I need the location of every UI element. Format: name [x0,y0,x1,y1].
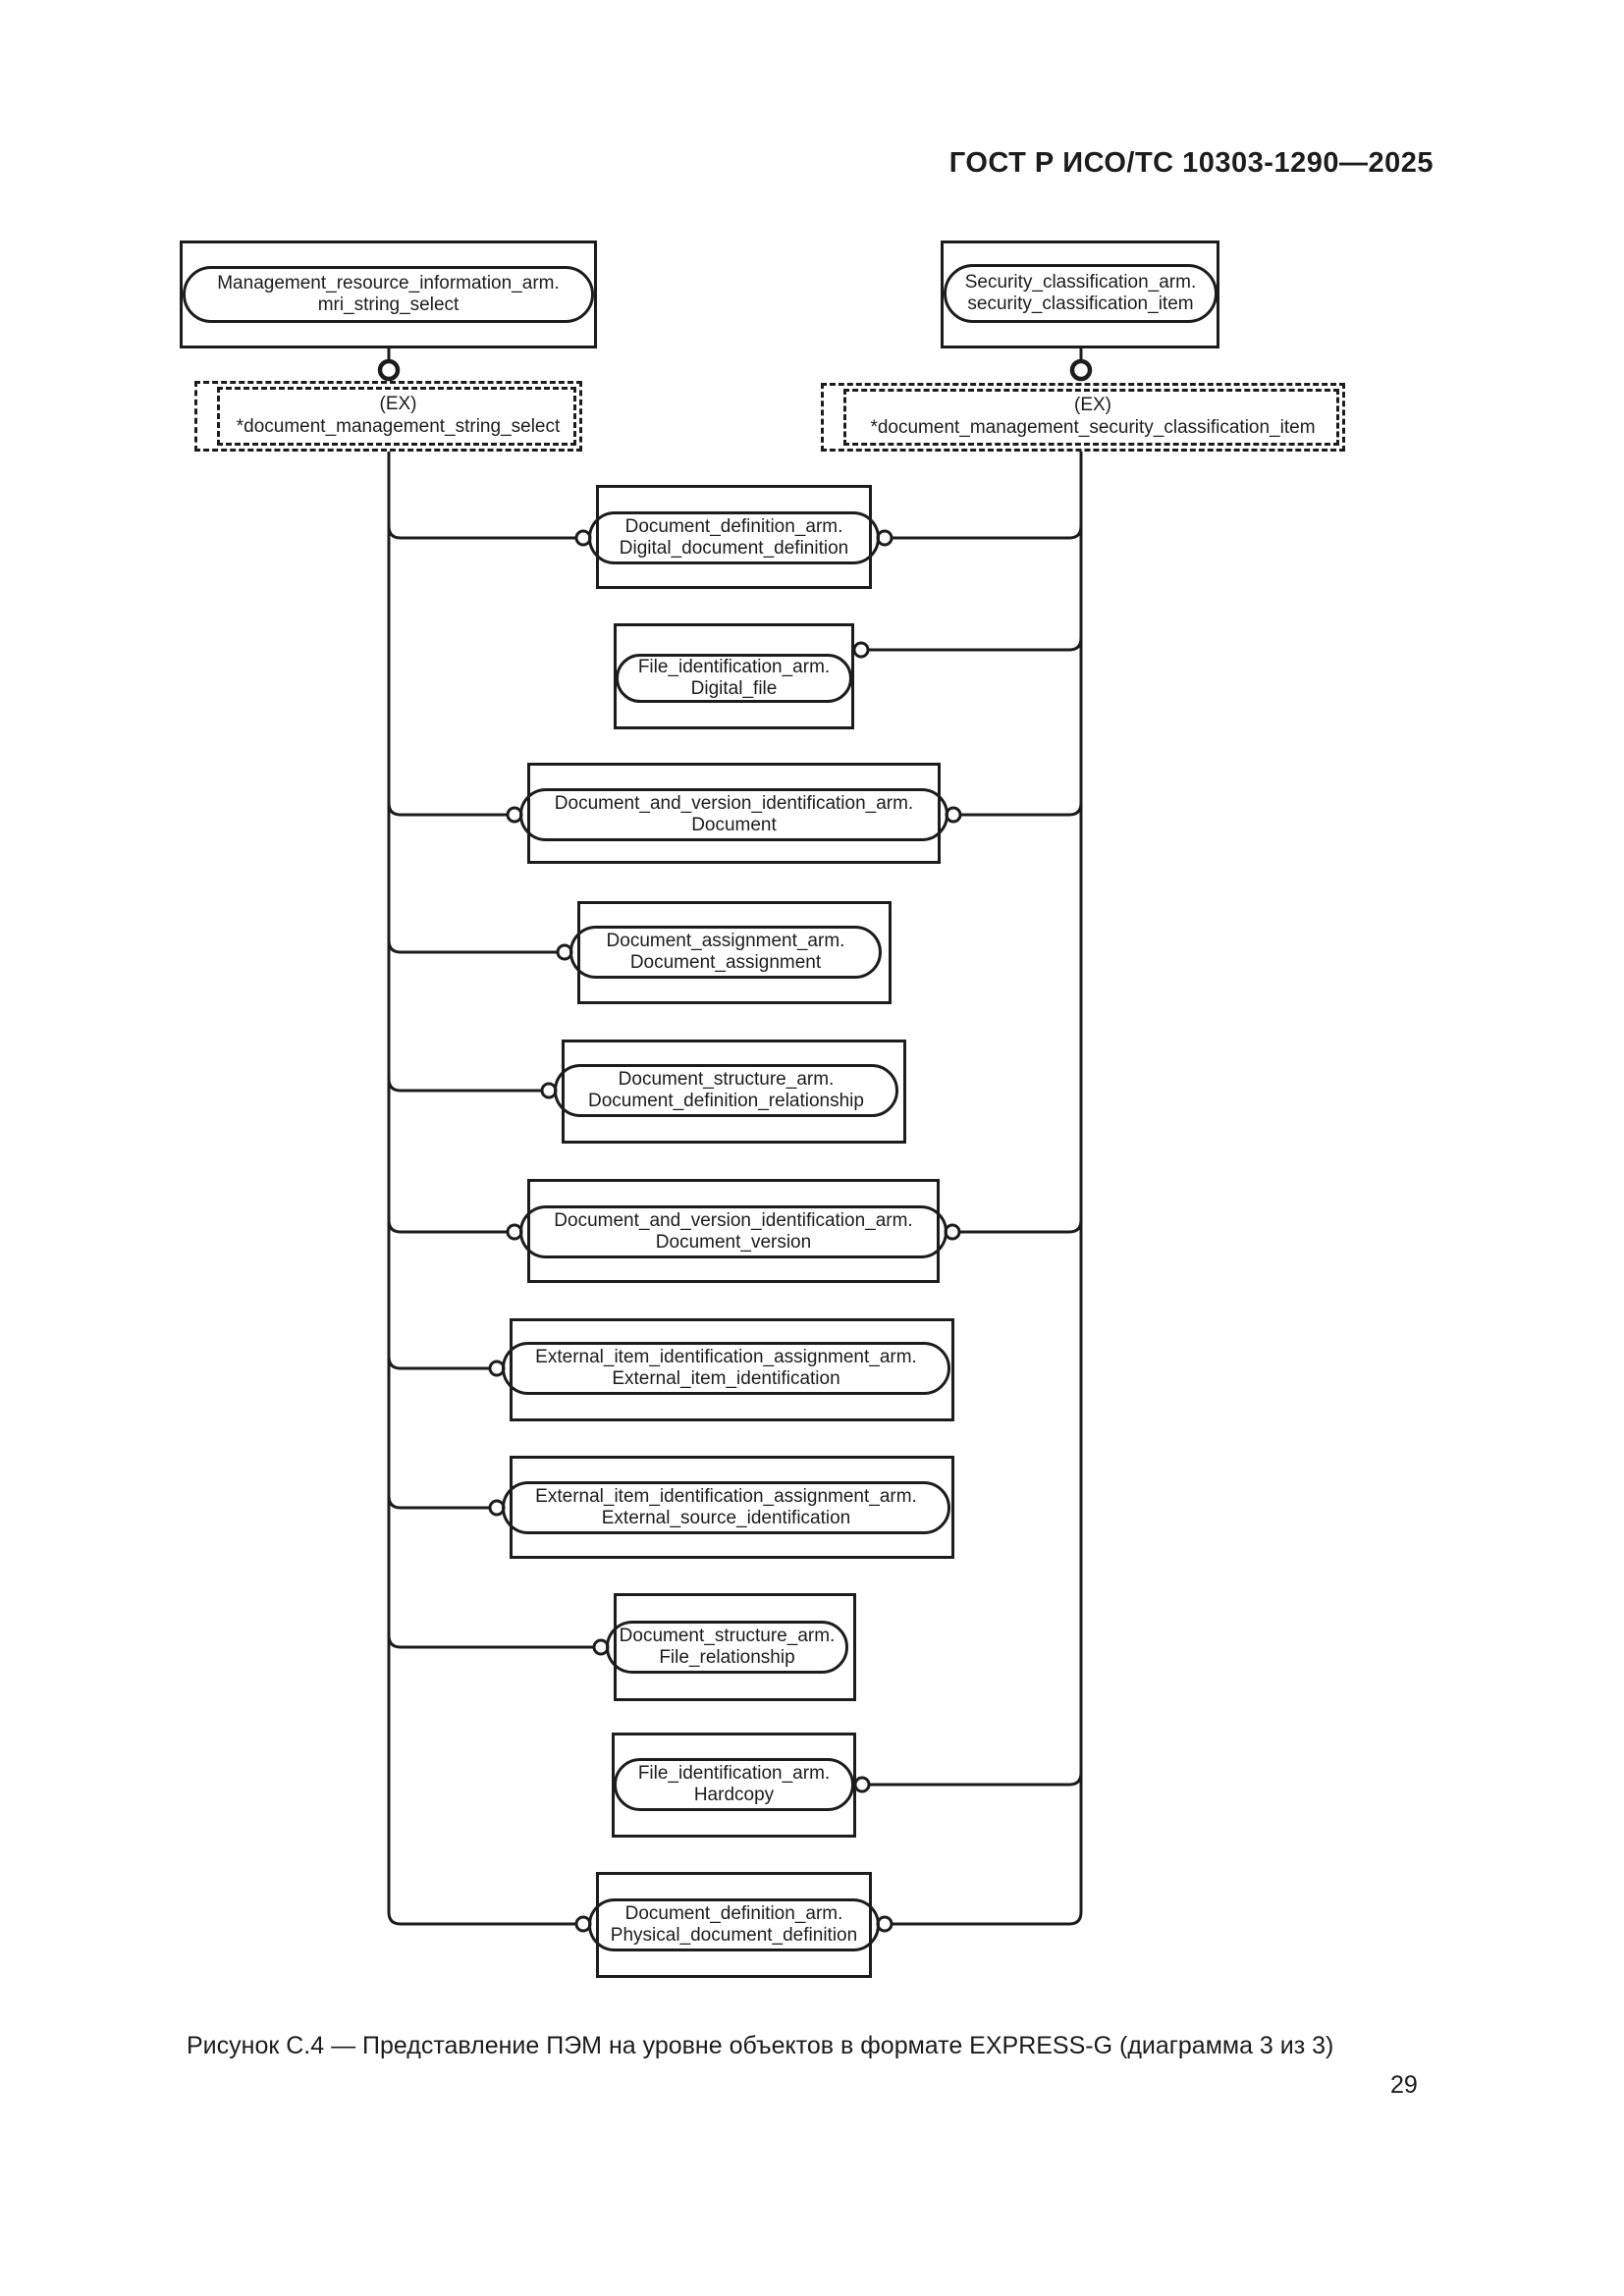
entity-schema-label: Security_classification_arm. [964,271,1197,293]
entity-schema-label: Document_structure_arm. [619,1625,836,1646]
entity-schema-label: Document_definition_arm. [624,515,843,537]
entity-file-relationship: Document_structure_arm. File_relationshi… [606,1621,848,1674]
ref-name-label: *document_management_string_select [236,416,561,437]
frame-digital-file [614,623,854,729]
ref-box-document-management-string-select: (EX) *document_management_string_select [194,381,582,452]
entity-schema-label: External_item_identification_assignment_… [535,1346,917,1367]
entity-name-label: Document_version [655,1232,812,1253]
ref-tag-label: (EX) [1074,395,1111,416]
ref-box-inner-border [843,389,1339,446]
figure-caption: Рисунок С.4 — Представление ПЭМ на уровн… [187,2032,1334,2059]
entity-schema-label: Management_resource_information_arm. [217,272,560,294]
document-header: ГОСТ Р ИСО/ТС 10303-1290—2025 [948,147,1434,179]
entity-name-label: Physical_document_definition [610,1925,858,1946]
circle-terminator-left [377,358,401,382]
entity-name-label: Hardcopy [693,1785,775,1805]
entity-security-classification-item: Security_classification_arm. security_cl… [944,264,1218,323]
entity-document-definition-relationship: Document_structure_arm. Document_definit… [554,1064,898,1117]
entity-name-label: File_relationship [659,1647,795,1668]
entity-external-source-identification: External_item_identification_assignment_… [502,1481,950,1534]
frame-mri-string-select [180,240,597,348]
circle-terminator-right [1069,358,1093,382]
entity-document-version: Document_and_version_identification_arm.… [519,1205,947,1258]
entity-schema-label: Document_definition_arm. [624,1902,843,1924]
entity-name-label: Document [691,815,777,835]
entity-digital-document-definition: Document_definition_arm. Digital_documen… [588,511,880,564]
entity-name-label: External_source_identification [601,1508,851,1528]
entity-name-label: Document_definition_relationship [588,1091,864,1111]
ref-tag-label: (EX) [379,394,417,415]
entity-schema-label: File_identification_arm. [637,1762,831,1784]
ref-box-document-management-security-classification-item: (EX) *document_management_security_class… [821,383,1345,452]
ref-box-inner-border [217,387,576,446]
entity-name-label: mri_string_select [317,294,460,315]
entity-physical-document-definition: Document_definition_arm. Physical_docume… [588,1898,880,1951]
entity-hardcopy: File_identification_arm. Hardcopy [614,1758,854,1811]
entity-mri-string-select: Management_resource_information_arm. mri… [183,266,594,323]
entity-external-item-identification: External_item_identification_assignment_… [502,1342,950,1395]
entity-name-label: Digital_document_definition [619,538,849,559]
entity-schema-label: Document_structure_arm. [618,1068,835,1090]
entity-digital-file: File_identification_arm. Digital_file [616,654,852,703]
entity-schema-label: External_item_identification_assignment_… [535,1485,917,1507]
frame-hardcopy [612,1733,856,1838]
entity-name-label: Document_assignment [629,952,822,973]
entity-schema-label: File_identification_arm. [637,656,831,677]
entity-schema-label: Document_and_version_identification_arm. [554,1209,913,1231]
entity-name-label: Digital_file [690,678,778,699]
entity-name-label: External_item_identification [612,1368,840,1389]
entity-schema-label: Document_assignment_arm. [606,930,845,951]
entity-document: Document_and_version_identification_arm.… [519,788,948,841]
entity-schema-label: Document_and_version_identification_arm. [554,792,914,814]
frame-security-classification-item [941,240,1219,348]
ref-name-label: *document_management_security_classifica… [870,417,1316,438]
entity-name-label: security_classification_item [967,294,1194,314]
page-number: 29 [1390,2071,1418,2099]
entity-document-assignment: Document_assignment_arm. Document_assign… [569,926,882,979]
